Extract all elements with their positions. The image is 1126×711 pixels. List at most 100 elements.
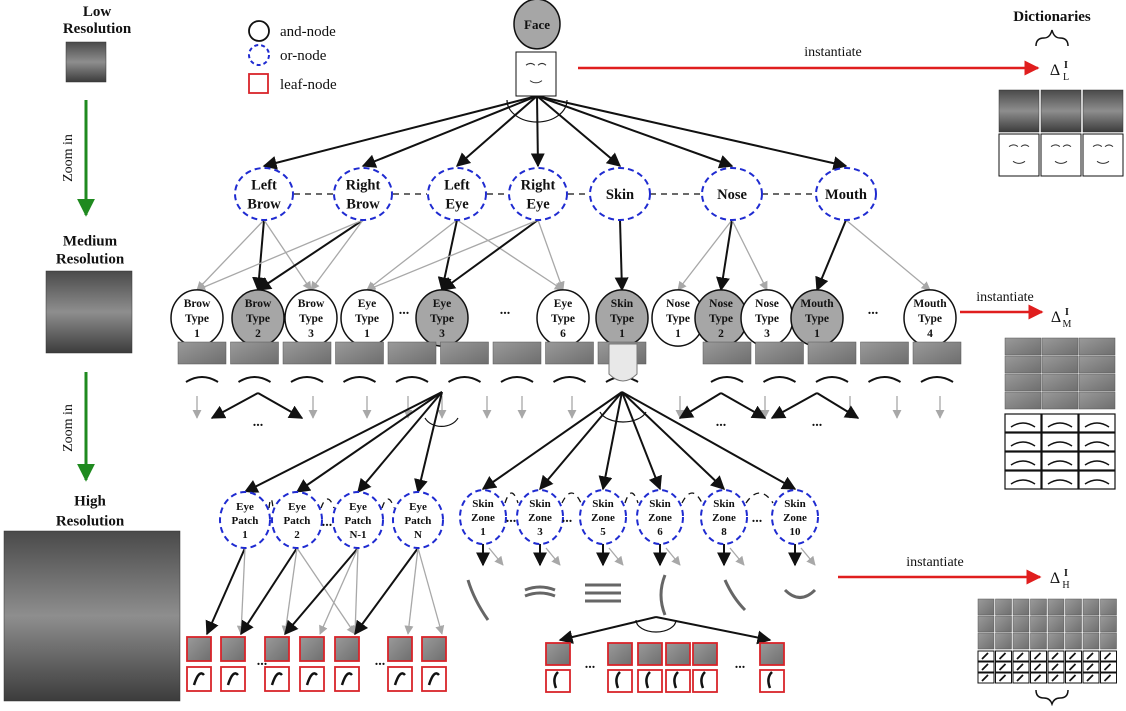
type-sketch-stroke	[710, 376, 744, 383]
leaf-sketch-stroke	[270, 672, 283, 686]
high-dict-stroke	[1051, 674, 1059, 682]
high-dict-photo	[1082, 632, 1100, 650]
type-sketch-stroke	[867, 376, 902, 383]
leaf-sketch-stroke	[305, 672, 318, 686]
legend-leaf-node-symbol	[248, 73, 269, 94]
type-sketch-stroke	[290, 376, 324, 383]
type-label: 1	[814, 328, 820, 340]
leaf-node-sketch	[421, 666, 447, 692]
high-dict-photo	[1082, 615, 1100, 633]
type-label: Mouth	[800, 298, 834, 310]
low-dict-face	[1040, 89, 1082, 133]
type-sketch-stroke	[552, 376, 587, 383]
skin-zone-or-node	[636, 489, 684, 545]
edges-layer	[77, 60, 1044, 645]
type-label: 3	[764, 328, 770, 340]
skin-leaf-stroke	[615, 671, 621, 689]
part-label: Eye	[445, 197, 469, 213]
skin-zone-sketch	[466, 579, 490, 621]
mid-dict-photo	[1078, 355, 1116, 374]
part-label: Eye	[526, 197, 550, 213]
eye-patch-or-node	[271, 491, 323, 549]
eye-to-patch-edge	[243, 391, 443, 493]
type-label: Eye	[554, 298, 573, 310]
legend-leaf-node-label: leaf-node	[280, 77, 337, 93]
type-sketch-stroke	[447, 376, 482, 383]
type-label: 3	[439, 328, 445, 340]
eye-patch-label: Patch	[284, 515, 311, 527]
mid-dict-photo	[1004, 391, 1042, 410]
part-label: Brow	[346, 197, 380, 213]
type-photo-patch	[755, 341, 804, 365]
high-dict-photo	[977, 632, 995, 650]
skin-zone-label: Zone	[591, 512, 615, 524]
skin-leaf-edge	[558, 616, 657, 644]
high-resolution-face-image	[3, 530, 181, 702]
high-dict-stroke	[1033, 652, 1042, 660]
high-dict-stroke	[1068, 674, 1077, 682]
skin-zone-or-node	[459, 489, 507, 545]
type-label: 3	[308, 328, 314, 340]
high-dict-stroke	[1103, 663, 1112, 671]
part-to-type-edge	[310, 219, 364, 291]
part-to-type-edge	[263, 219, 312, 291]
root-to-part-edge	[536, 95, 622, 167]
type-sketch-stroke	[815, 376, 849, 383]
leaf-sketch-stroke	[192, 672, 205, 686]
type-ellipsis: ...	[868, 303, 879, 318]
patch-to-leaf-edge	[350, 547, 360, 635]
delta-low: Δ	[1050, 62, 1060, 79]
labels-layer: LowResolutionMediumResolutionHighResolut…	[56, 4, 1091, 672]
branch-ellipsis: ...	[812, 415, 823, 430]
part-label: Nose	[717, 187, 747, 203]
high-dict-photo	[1030, 632, 1047, 650]
mid-dict-photo	[1004, 337, 1042, 356]
type-label: 1	[675, 328, 681, 340]
leaf-node-photo	[186, 636, 212, 662]
skin-leaf-sketch	[665, 669, 691, 693]
type-branch-arrow	[720, 392, 767, 419]
high-dict-stroke	[1033, 663, 1042, 671]
high-dict-photo	[1065, 598, 1082, 616]
zone-relation-dashed-line	[504, 492, 519, 504]
skin-to-zone-edge	[539, 391, 623, 491]
eye-patch-label: Patch	[232, 515, 259, 527]
leaf-node-photo	[421, 636, 447, 662]
delta-high: Δ	[1050, 570, 1060, 587]
root-to-part-edge	[262, 95, 538, 170]
type-label: Type	[918, 313, 942, 325]
skin-zone-label: 5	[600, 526, 606, 538]
patch-relation-dashed-line	[320, 498, 335, 509]
delta-high-sub: H	[1062, 580, 1069, 591]
type-label: Eye	[433, 298, 452, 310]
high-dict-photo	[1100, 615, 1117, 633]
leaf-node-photo	[387, 636, 413, 662]
type-label: Type	[709, 313, 733, 325]
low-resolution-label: Low	[83, 4, 112, 20]
type-label: 4	[927, 328, 933, 340]
skin-to-zone-edge	[598, 391, 623, 491]
patch-to-leaf-edge	[404, 547, 419, 635]
part-to-type-edge	[845, 219, 931, 291]
high-resolution-label: Resolution	[56, 513, 125, 529]
skin-leaf-sketch	[759, 669, 785, 693]
low-dict-face	[998, 89, 1040, 133]
high-dict-stroke	[1016, 663, 1024, 671]
low-dict-sketch	[1082, 133, 1124, 177]
part-or-node	[508, 167, 568, 221]
skin-zone-or-node	[579, 489, 627, 545]
part-or-node	[701, 167, 763, 221]
low-dict-face	[1082, 89, 1124, 133]
high-dict-photo	[995, 598, 1012, 616]
skin-leaf-stroke	[767, 671, 773, 689]
type-photo-patch	[492, 341, 542, 365]
root-to-part-edge	[536, 95, 848, 171]
skin-zone-label: 6	[657, 526, 663, 538]
low-resolution-label: Resolution	[63, 21, 132, 37]
patch-to-leaf-edge	[240, 547, 298, 636]
part-label: Skin	[606, 187, 634, 203]
high-dict-stroke	[1016, 652, 1024, 660]
part-to-type-edge	[366, 219, 458, 291]
type-label: Type	[430, 313, 454, 325]
leaf-node-photo	[220, 636, 246, 662]
